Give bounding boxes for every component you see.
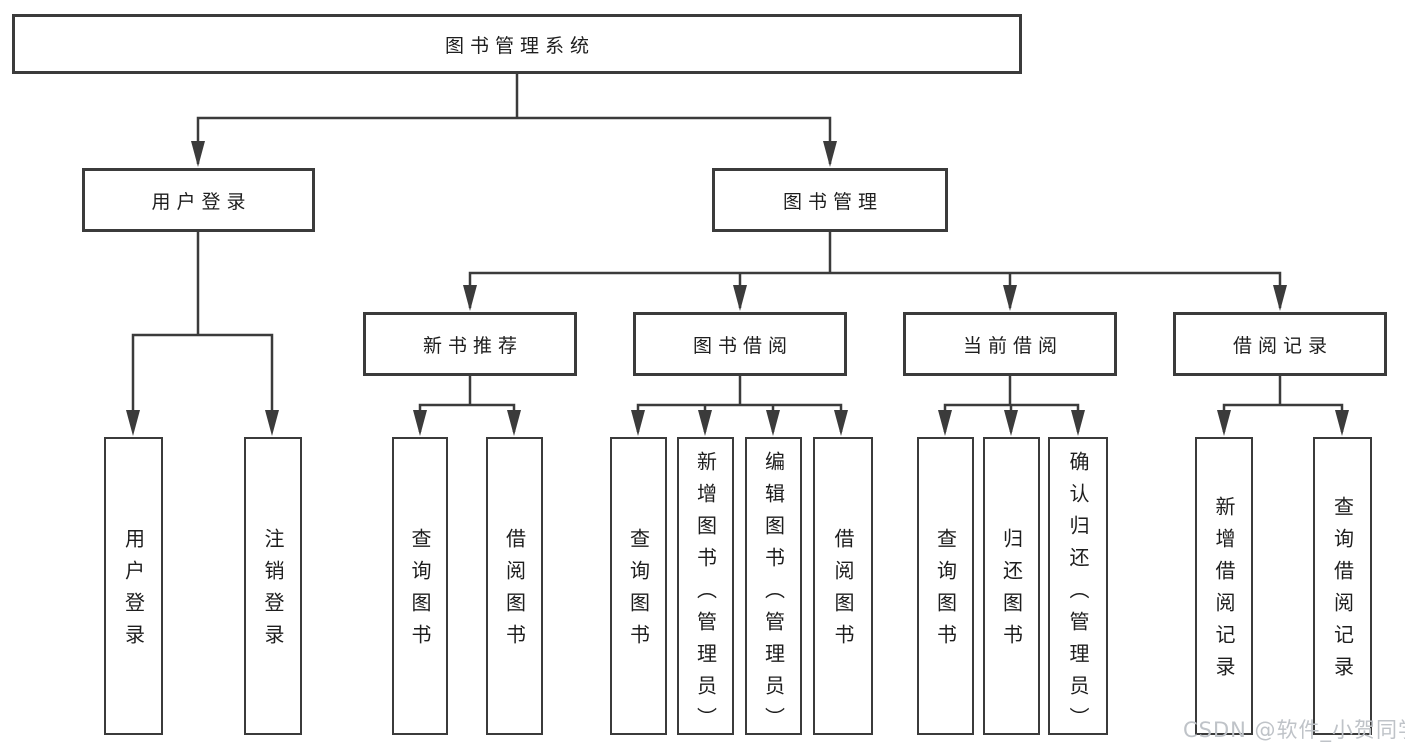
leaf-query-borrow-record: 查询借阅记录 [1313,437,1372,735]
node-library-system: 图书管理系统 [12,14,1022,74]
leaf-add-book-admin: 新增图书（管理员） [677,437,734,739]
node-label: 借阅记录 [1232,334,1333,357]
node-borrow-records: 借阅记录 [1173,312,1387,376]
leaf-confirm-return-admin: 确认归还（管理员） [1048,437,1108,739]
leaf-edit-book-admin: 编辑图书（管理员） [745,437,802,739]
leaf-label: 查询图书 [933,528,958,656]
node-user-login: 用户登录 [82,168,315,232]
node-label: 图书管理系统 [444,34,595,57]
leaf-query-books-current: 查询图书 [917,437,974,735]
node-book-borrow: 图书借阅 [633,312,847,376]
leaf-label: 新增借阅记录 [1212,496,1236,688]
csdn-watermark: CSDN @软件_小贺同学 [1183,718,1405,742]
node-label: 当前借阅 [962,334,1063,357]
node-label: 图书管理 [782,190,883,213]
node-new-book-recommend: 新书推荐 [363,312,577,376]
leaf-user-login: 用户登录 [104,437,163,735]
leaf-label: 用户登录 [121,528,146,656]
leaf-label: 确认归还（管理员） [1066,451,1090,739]
leaf-label: 借阅图书 [831,528,855,656]
node-label: 用户登录 [151,190,252,213]
leaf-logout: 注销登录 [244,437,302,735]
leaf-label: 查询图书 [626,528,651,656]
leaf-add-borrow-record: 新增借阅记录 [1195,437,1253,735]
leaf-label: 编辑图书（管理员） [761,451,786,739]
node-book-management: 图书管理 [712,168,948,232]
leaf-label: 归还图书 [999,528,1024,656]
leaf-label: 查询图书 [408,528,432,656]
leaf-return-book: 归还图书 [983,437,1040,735]
leaf-borrow-books: 借阅图书 [813,437,873,735]
leaf-label: 查询借阅记录 [1330,496,1355,688]
leaf-label: 新增图书（管理员） [693,451,718,739]
leaf-label: 借阅图书 [502,528,527,656]
leaf-borrow-books-recommend: 借阅图书 [486,437,543,735]
leaf-query-books-borrow: 查询图书 [610,437,667,735]
leaf-query-books-recommend: 查询图书 [392,437,448,735]
node-label: 新书推荐 [422,334,523,357]
node-current-borrow: 当前借阅 [903,312,1117,376]
arrowheads [126,141,1349,436]
leaf-label: 注销登录 [261,528,285,656]
node-label: 图书借阅 [692,334,793,357]
